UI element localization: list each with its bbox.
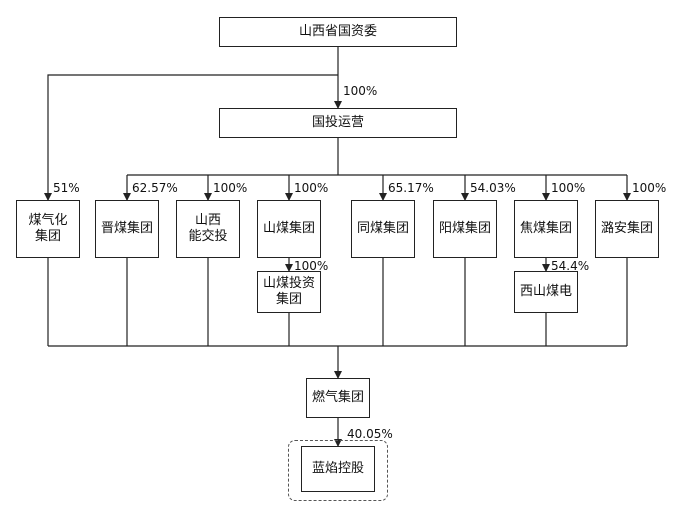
pct-shanmei-investment: 100% <box>294 259 329 273</box>
subsidiary-box-jinmei: 晋煤集团 <box>95 200 159 258</box>
gas-group-box: 燃气集团 <box>306 378 370 418</box>
subsidiary-box-luan: 潞安集团 <box>595 200 659 258</box>
xishan-meidian-box: 西山煤电 <box>514 271 578 313</box>
pct-jiaomei: 100% <box>551 181 586 195</box>
operator-box: 国投运营 <box>219 108 457 138</box>
pct-meiqihua: 51% <box>53 181 80 195</box>
top-owner-box: 山西省国资委 <box>219 17 457 47</box>
target-highlight-frame <box>288 440 388 501</box>
subsidiary-box-yangmei: 阳煤集团 <box>433 200 497 258</box>
pct-shanmei: 100% <box>294 181 329 195</box>
pct-top-to-operator: 100% <box>343 84 378 98</box>
connector-top-to-meiqihua <box>44 74 338 201</box>
subsidiary-box-jiaomei: 焦煤集团 <box>514 200 578 258</box>
subsidiary-box-tongmei: 同煤集团 <box>351 200 415 258</box>
pct-yangmei: 54.03% <box>470 181 516 195</box>
subsidiary-box-nengjiaotou: 山西 能交投 <box>176 200 240 258</box>
pct-target: 40.05% <box>347 427 393 441</box>
target-box: 蓝焰控股 <box>301 446 375 492</box>
pct-luan: 100% <box>632 181 667 195</box>
pct-xishan-meidian: 54.4% <box>551 259 590 273</box>
meiqihua-box: 煤气化 集团 <box>16 200 80 258</box>
pct-nengjiaotou: 100% <box>213 181 248 195</box>
subsidiary-box-shanmei: 山煤集团 <box>257 200 321 258</box>
shanmei-investment-box: 山煤投资 集团 <box>257 271 321 313</box>
pct-jinmei: 62.57% <box>132 181 178 195</box>
pct-tongmei: 65.17% <box>388 181 434 195</box>
